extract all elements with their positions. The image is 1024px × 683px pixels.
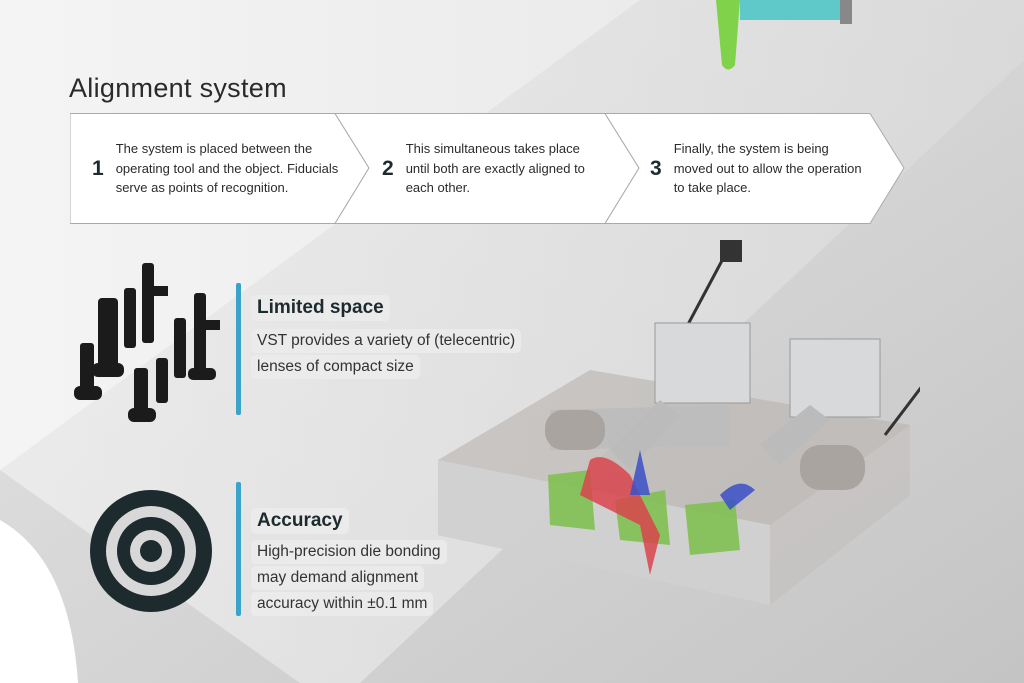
feature-heading: Limited space [251, 295, 390, 321]
page-title: Alignment system [69, 73, 287, 103]
step-process: 1 The system is placed between the opera… [70, 113, 910, 224]
step-3: 3 Finally, the system is being moved out… [650, 113, 875, 224]
step-number: 1 [92, 156, 104, 180]
feature-heading: Accuracy [251, 508, 349, 534]
feature-text: lenses of compact size [251, 355, 420, 379]
step-text: Finally, the system is being moved out t… [673, 141, 862, 196]
step-text: This simultaneous takes place until both… [405, 141, 585, 196]
green-tool [716, 0, 740, 70]
feature-text: VST provides a variety of (telecentric) [251, 329, 522, 353]
feature-text: accuracy within ±0.1 mm [251, 592, 434, 616]
alignment-system-render [438, 240, 920, 605]
step-2: 2 This simultaneous takes place until bo… [382, 113, 607, 224]
feature-text: High-precision die bonding [251, 540, 447, 564]
step-number: 3 [650, 156, 662, 180]
chevron-arrows [70, 113, 905, 224]
target-icon [90, 490, 212, 612]
lenses-icon [74, 263, 220, 422]
accent-bar [236, 482, 241, 616]
step-number: 2 [382, 156, 394, 180]
step-text: The system is placed between the operati… [115, 141, 339, 196]
feature-text: may demand alignment [251, 566, 425, 590]
step-1: 1 The system is placed between the opera… [92, 113, 342, 224]
accent-bar [236, 283, 241, 415]
